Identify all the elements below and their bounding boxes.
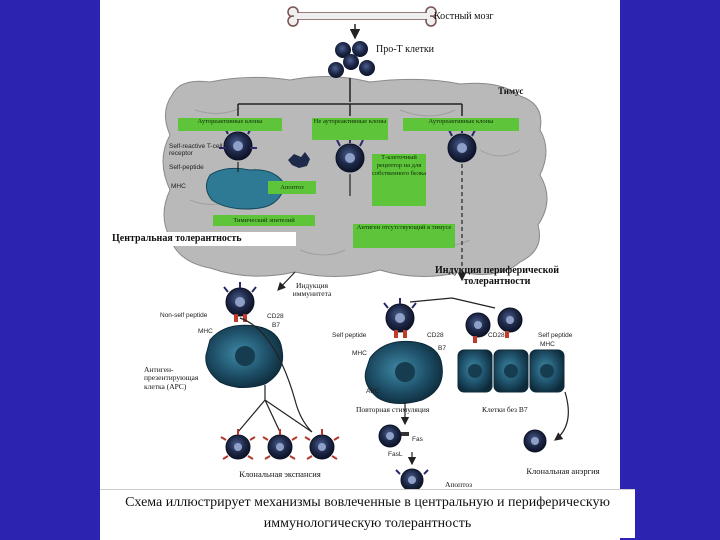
repeated-stimulation-label: Повторная стимуляция: [356, 405, 430, 414]
thymus-texture: [189, 107, 521, 256]
periphery-tcell-right-1: [465, 312, 491, 343]
arrow-to-periphery: [277, 271, 296, 291]
clonal-expansion-label: Клональная экспансия: [212, 467, 348, 481]
self-peptide-thymus-label: Self-peptide: [169, 164, 204, 171]
self-reactive-tcr-label: Self-reactive T-cell receptor: [169, 143, 223, 158]
arrow-to-anergy: [554, 391, 569, 441]
autoreactive-clone-right-label: Аутореактивные клоны: [403, 118, 519, 131]
periphery-tcell-left: [223, 282, 257, 322]
expansion-cell-1: [220, 429, 256, 460]
self-peptide-right-label: Self peptide: [538, 332, 573, 339]
fasl-label: FasL: [388, 451, 403, 458]
immunity-induction-label: Индукция иммунитета: [292, 281, 332, 299]
central-tolerance-label: Центральная толерантность: [108, 232, 296, 246]
autoreactive-clone-left-label: Аутореактивные клоны: [178, 118, 282, 131]
tcr-self-protein-label: Т-клеточный рецептор на для собственного…: [372, 154, 426, 206]
apoptosis-thymus-label: Апоптоз: [268, 181, 316, 194]
cd28-right-label: CD28: [488, 332, 505, 339]
mhc-right-label: MHC: [540, 341, 555, 348]
clonal-anergy-label: Клональная анэргия: [502, 463, 620, 479]
antigen-absent-thymus-label: Антиген отсутствующий в тимусе: [353, 224, 455, 248]
mhc-left-label: MHC: [198, 328, 213, 335]
expansion-cell-3: [304, 429, 340, 460]
fas-cell-bottom: [395, 468, 429, 492]
mhc-thymus-label: MHC: [171, 183, 186, 190]
bone-marrow-label: Костный мозг: [434, 11, 494, 22]
anergy-cell: [523, 429, 547, 453]
fas-cell-top: [378, 424, 409, 448]
thymic-epithelium-cell: [206, 167, 286, 210]
b7-left-label: B7: [272, 322, 280, 329]
arrows-to-expansion: [237, 317, 313, 433]
cd28-middle-label: CD28: [427, 332, 444, 339]
mhc-middle-label: MHC: [352, 350, 367, 357]
self-peptide-middle-label: Self peptide: [332, 332, 367, 339]
apc-label: Антиген-презентирующая клетка (APC): [144, 365, 199, 391]
fas-label: Fas: [412, 436, 423, 443]
thymic-tcell-middle: [335, 136, 365, 173]
apc-small-label: APC: [366, 388, 380, 395]
periphery-tcell-right-2: [497, 307, 523, 338]
diagram-panel: Костный мозг Про-Т клетки Тимус Аутореак…: [100, 0, 620, 540]
b7-middle-label: B7: [438, 345, 446, 352]
tissue-cells-without-b7: [457, 349, 565, 393]
pro-t-cells-label: Про-Т клетки: [376, 44, 435, 55]
branch-lines: [237, 103, 463, 116]
thymus-label: Тимус: [498, 86, 524, 96]
periphery-tcell-middle: [383, 298, 417, 338]
caption: Схема иллюстрирует механизмы вовлеченные…: [100, 489, 635, 538]
peripheral-tolerance-induction-label: Индукция периферической толерантности: [434, 265, 560, 287]
non-self-peptide-label: Non-self peptide: [160, 312, 208, 319]
thymic-epithelium-label: Тимический эпителий: [213, 215, 315, 226]
bone-icon: [287, 6, 437, 27]
expansion-cell-2: [262, 429, 298, 460]
thymic-tcell-right: [447, 126, 477, 163]
pro-t-cell-cluster: [328, 41, 375, 78]
cd28-left-label: CD28: [267, 313, 284, 320]
apc-cell-middle: [364, 340, 443, 404]
cells-without-b7-label: Клетки без B7: [482, 405, 528, 414]
apc-cell-left: [205, 324, 284, 388]
non-autoreactive-clone-label: Не аутореактивные клоны: [312, 118, 388, 140]
apoptosis-periphery-label: Апоптоз: [445, 480, 473, 489]
arrow-peripheral-split: [409, 297, 496, 309]
